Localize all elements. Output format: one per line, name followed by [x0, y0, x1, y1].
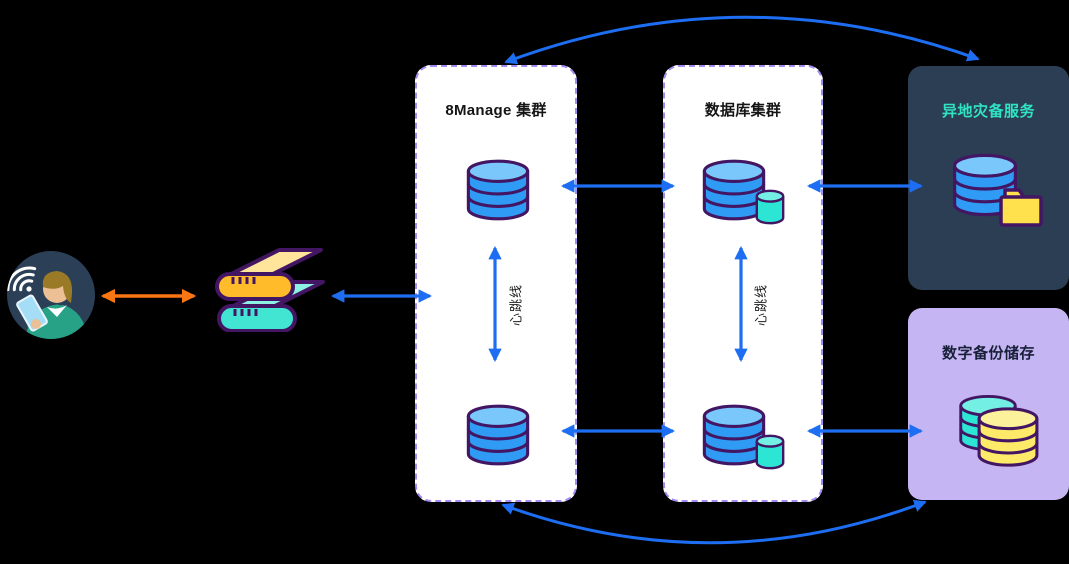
mobile-user-icon — [5, 249, 97, 346]
cluster-8manage: 8Manage 集群 心跳线 — [415, 65, 577, 502]
database-icon — [459, 399, 537, 471]
yellow-database-icon — [977, 407, 1039, 467]
panel-offsite-dr: 异地灾备服务 — [908, 66, 1069, 290]
arc-manage-backup — [501, 499, 927, 545]
panel-digital-backup-title: 数字备份储存 — [941, 345, 1035, 362]
heartbeat-label: 心跳线 — [508, 283, 524, 327]
replica-cylinder-icon — [755, 189, 785, 225]
panel-digital-backup: 数字备份储存 — [908, 308, 1069, 500]
cluster-database: 数据库集群 心跳线 — [663, 65, 823, 502]
server-stack-icon — [205, 246, 327, 337]
switch-yellow — [215, 248, 323, 301]
replica-cylinder-icon — [755, 434, 785, 470]
wifi-icon — [7, 266, 37, 292]
arc-manage-dr — [504, 15, 980, 65]
database-replica-icon — [702, 404, 785, 470]
dr-storage-icon — [952, 153, 1043, 227]
cluster-database-title: 数据库集群 — [704, 102, 782, 119]
database-replica-icon — [702, 159, 785, 225]
heartbeat-label: 心跳线 — [753, 283, 769, 327]
folder-icon — [999, 188, 1043, 227]
panel-offsite-dr-title: 异地灾备服务 — [941, 103, 1035, 120]
cluster-8manage-title: 8Manage 集群 — [445, 102, 547, 119]
database-icon — [459, 154, 537, 226]
backup-storage-icon — [959, 394, 1039, 467]
